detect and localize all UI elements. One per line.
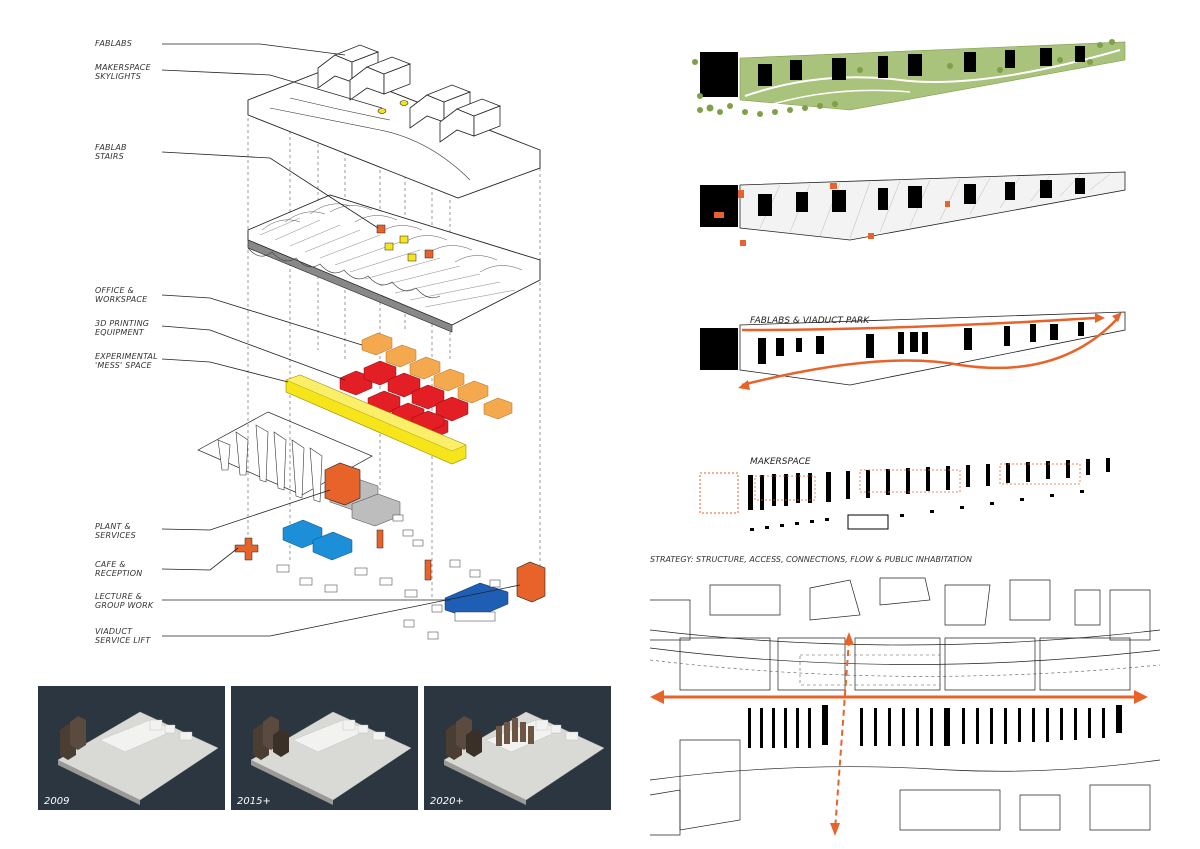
workspace-blocks <box>285 332 513 465</box>
plan-fablabs-park: FABLABS & VIADUCT PARK <box>700 311 1126 390</box>
photo-label-2020: 2020+ <box>430 796 464 807</box>
model-photo-2015: 2015+ <box>231 686 418 810</box>
stair-icon <box>424 249 434 259</box>
label-plant-services: PLANT &SERVICES <box>95 522 136 540</box>
structure-level <box>197 411 546 640</box>
fablab-houses <box>317 44 502 143</box>
model-photo-2020: 2020+ <box>424 686 611 810</box>
model-photo-2009: 2009 <box>38 686 225 810</box>
plan-green-landscape <box>692 39 1126 117</box>
model-photo-strip: 2009 2015+ <box>38 686 611 810</box>
leader-lines <box>161 43 521 637</box>
label-office-workspace: OFFICE &WORKSPACE <box>95 286 148 304</box>
skylight-icon <box>377 108 387 114</box>
strategy-caption: STRATEGY: STRUCTURE, ACCESS, CONNECTIONS… <box>650 555 972 564</box>
plan3-label: FABLABS & VIADUCT PARK <box>750 316 870 326</box>
photo-label-2009: 2009 <box>44 796 69 807</box>
label-lecture-group: LECTURE &GROUP WORK <box>95 592 154 610</box>
plan-circulation <box>700 171 1126 246</box>
photo-label-2015: 2015+ <box>237 796 271 807</box>
viaduct-level <box>247 194 541 333</box>
roof-level <box>247 44 541 199</box>
plan4-label: MAKERSPACE <box>750 457 811 467</box>
label-fablabs: FABLABS <box>95 39 132 48</box>
skylight-icon <box>399 100 409 106</box>
urban-strategy-plan <box>649 575 1161 836</box>
plan-makerspace: MAKERSPACE <box>699 457 1110 531</box>
label-cafe-reception: CAFE &RECEPTION <box>95 560 142 578</box>
label-mess-space: EXPERIMENTAL'MESS' SPACE <box>95 352 158 370</box>
stair-icon <box>376 224 386 234</box>
